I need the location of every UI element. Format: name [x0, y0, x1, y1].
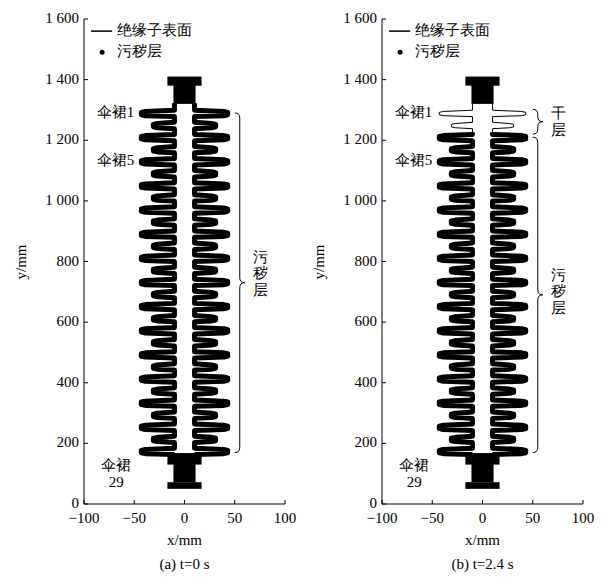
insulator-panel [382, 19, 583, 504]
y-tick [382, 382, 386, 383]
y-tick [382, 19, 386, 20]
tick-label: 1 000 [343, 192, 377, 209]
metal-fitting [471, 464, 493, 482]
y-tick [382, 322, 386, 323]
tick-label: 50 [525, 510, 540, 527]
legend-text: 污秽层 [117, 44, 162, 61]
axes [84, 19, 583, 504]
tick-label: −50 [421, 510, 444, 527]
tick-label: 1 400 [343, 71, 377, 88]
tick-label: 200 [57, 435, 80, 452]
x-tick [532, 500, 533, 504]
region-label: 干层 [551, 105, 566, 138]
region-brace [533, 137, 543, 452]
y-tick [382, 504, 386, 505]
region-label: 污秽层 [253, 249, 268, 299]
tick-label: 800 [57, 253, 80, 270]
tick-label: 100 [274, 510, 297, 527]
metal-fitting [173, 464, 195, 482]
tick-label: 0 [181, 510, 189, 527]
legend-text: 绝缘子表面 [117, 23, 192, 40]
tick-label: 50 [227, 510, 242, 527]
axis-title: x/mm [167, 532, 202, 549]
insulator-surface [195, 103, 228, 454]
y-tick [84, 443, 88, 444]
shed-label: 伞裙 29 [396, 456, 432, 491]
x-tick [84, 500, 85, 504]
insulator-panel [84, 19, 285, 504]
axis-title: y/mm [13, 244, 30, 279]
tick-label: −100 [367, 510, 398, 527]
x-tick [432, 500, 433, 504]
legend-line-sample [389, 30, 410, 32]
tick-label: 1 600 [45, 10, 79, 27]
axis-title: y/mm [311, 244, 328, 279]
tick-label: −100 [69, 510, 100, 527]
y-tick [382, 261, 386, 262]
shed-label: 伞裙5 [395, 153, 433, 170]
tick-label: 800 [355, 253, 378, 270]
shed-label: 伞裙1 [97, 104, 135, 121]
tick-label: 400 [57, 374, 80, 391]
axis-title: x/mm [465, 532, 500, 549]
x-tick [382, 500, 383, 504]
region-brace [235, 113, 245, 453]
region-label: 污秽层 [551, 267, 566, 317]
x-tick [482, 500, 483, 504]
x-tick [184, 500, 185, 504]
tick-label: 0 [72, 495, 80, 512]
tick-label: 1 200 [343, 132, 377, 149]
y-tick [84, 261, 88, 262]
tick-label: 600 [57, 314, 80, 331]
shed-label: 伞裙5 [97, 153, 135, 170]
legend-text: 绝缘子表面 [415, 23, 490, 40]
subfigure-caption: (b) t=2.4 s [451, 556, 513, 573]
y-tick [382, 79, 386, 80]
legend-dot-sample [100, 50, 105, 55]
insulator-surface [493, 103, 526, 454]
shed-label: 伞裙1 [395, 104, 433, 121]
y-tick [84, 19, 88, 20]
tick-label: 1 200 [45, 132, 79, 149]
tick-label: 1 000 [45, 192, 79, 209]
y-tick [84, 140, 88, 141]
tick-label: 200 [355, 435, 378, 452]
pollution-layer [141, 103, 174, 454]
y-tick [382, 140, 386, 141]
x-tick [583, 500, 584, 504]
insulator-surface [141, 103, 174, 454]
y-tick [84, 382, 88, 383]
y-tick [84, 79, 88, 80]
legend-text: 污秽层 [415, 44, 460, 61]
metal-fitting [167, 77, 201, 86]
x-tick [234, 500, 235, 504]
y-tick [84, 504, 88, 505]
tick-label: −50 [123, 510, 146, 527]
region-brace [533, 109, 543, 134]
subfigure-caption: (a) t=0 s [159, 556, 209, 573]
metal-fitting [167, 482, 201, 489]
tick-label: 1 600 [343, 10, 377, 27]
shed-label: 伞裙 29 [98, 456, 134, 491]
y-tick [382, 443, 386, 444]
y-tick [84, 322, 88, 323]
legend-dot-sample [398, 50, 403, 55]
tick-label: 100 [572, 510, 595, 527]
legend-line-sample [91, 30, 112, 32]
metal-fitting [465, 482, 499, 489]
tick-label: 0 [479, 510, 487, 527]
tick-label: 600 [355, 314, 378, 331]
y-tick [84, 200, 88, 201]
tick-label: 0 [370, 495, 378, 512]
x-tick [134, 500, 135, 504]
metal-fitting [465, 77, 499, 86]
y-tick [382, 200, 386, 201]
tick-label: 1 400 [45, 71, 79, 88]
tick-label: 400 [355, 374, 378, 391]
pollution-layer [195, 103, 228, 454]
x-tick [285, 500, 286, 504]
insulator-surface [439, 103, 472, 454]
